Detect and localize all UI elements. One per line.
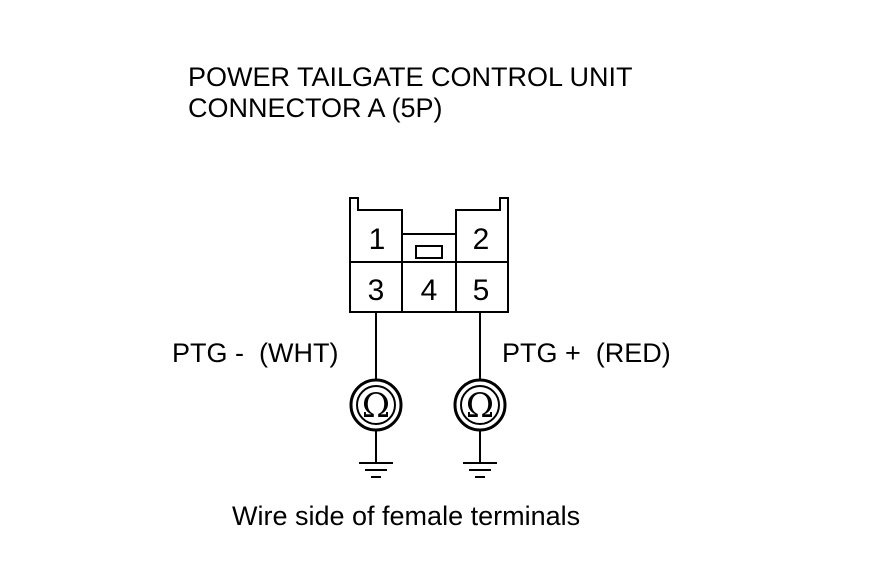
left-ohmmeter-inner	[356, 385, 396, 425]
left-ohm-symbol: Ω	[362, 386, 390, 426]
left-probe-circuit	[349, 312, 403, 478]
terminal-4-label: 4	[421, 274, 438, 307]
title-line-2: CONNECTOR A (5P)	[188, 93, 443, 123]
right-ohmmeter-inner	[460, 385, 500, 425]
right-probe-circuit	[453, 312, 507, 478]
connector-key	[415, 245, 443, 259]
left-ground-icon	[359, 462, 393, 478]
connector-housing	[349, 197, 509, 313]
footer-caption: Wire side of female terminals	[232, 501, 581, 531]
left-wire-label: PTG - (WHT)	[172, 338, 339, 368]
terminal-1-label: 1	[369, 223, 386, 256]
right-ohm-symbol: Ω	[466, 386, 494, 426]
title-line-1: POWER TAILGATE CONTROL UNIT	[188, 62, 633, 92]
diagram-title: POWER TAILGATE CONTROL UNIT CONNECTOR A …	[188, 62, 633, 124]
terminal-5-label: 5	[473, 274, 490, 307]
terminal-3-label: 3	[368, 274, 385, 307]
terminal-2-label: 2	[473, 223, 490, 256]
right-wire-label: PTG + (RED)	[502, 338, 671, 368]
right-ground-icon	[463, 462, 497, 478]
